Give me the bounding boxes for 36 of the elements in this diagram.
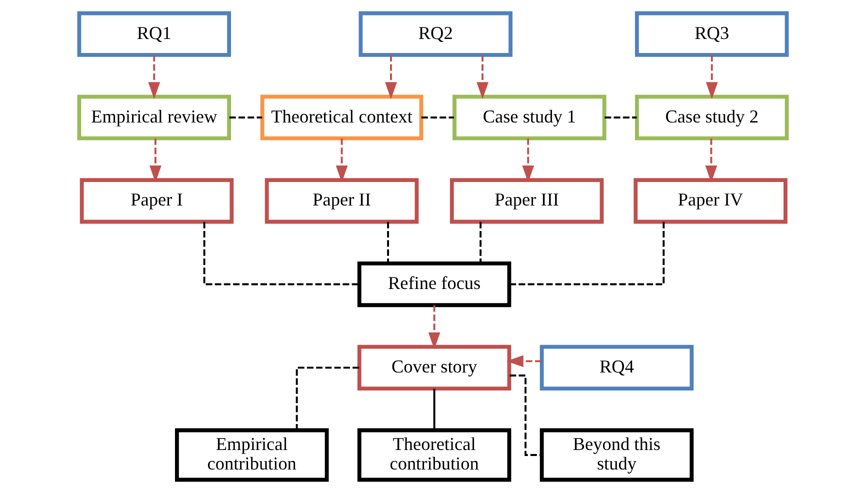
arrow <box>428 305 440 350</box>
arrow <box>148 55 160 100</box>
connector <box>432 388 435 430</box>
node-box: Paper III <box>449 178 604 224</box>
node-box: Case study 2 <box>634 94 788 140</box>
arrow <box>705 55 718 100</box>
connector <box>295 366 359 430</box>
node-box: Theoretical contribution <box>356 428 511 482</box>
connector <box>202 222 358 286</box>
node-box: RQ4 <box>539 344 694 390</box>
node-box: RQ3 <box>634 11 788 57</box>
arrow <box>149 138 161 183</box>
node-box: Theoretical context <box>260 94 423 140</box>
connector <box>386 222 389 263</box>
connector <box>228 116 262 118</box>
node-box: Case study 1 <box>452 94 606 140</box>
node-box: Empirical contribution <box>174 428 328 482</box>
connector <box>479 222 482 263</box>
node-box: Refine focus <box>356 261 511 308</box>
connector <box>420 116 454 118</box>
arrow <box>384 55 396 100</box>
node-box: Paper IV <box>633 178 787 224</box>
node-box: Paper I <box>79 178 234 224</box>
connector <box>508 222 664 286</box>
arrow <box>522 138 534 183</box>
node-box: Empirical review <box>76 94 231 140</box>
arrow <box>704 138 717 183</box>
node-box: RQ1 <box>76 11 231 57</box>
arrow <box>476 55 488 100</box>
node-box: Beyond this study <box>539 428 694 482</box>
arrow <box>506 355 541 368</box>
node-box: Paper II <box>264 178 418 224</box>
node-box: RQ2 <box>358 11 512 57</box>
connector <box>604 116 636 118</box>
node-box: Cover story <box>356 344 511 390</box>
arrow <box>335 138 348 183</box>
